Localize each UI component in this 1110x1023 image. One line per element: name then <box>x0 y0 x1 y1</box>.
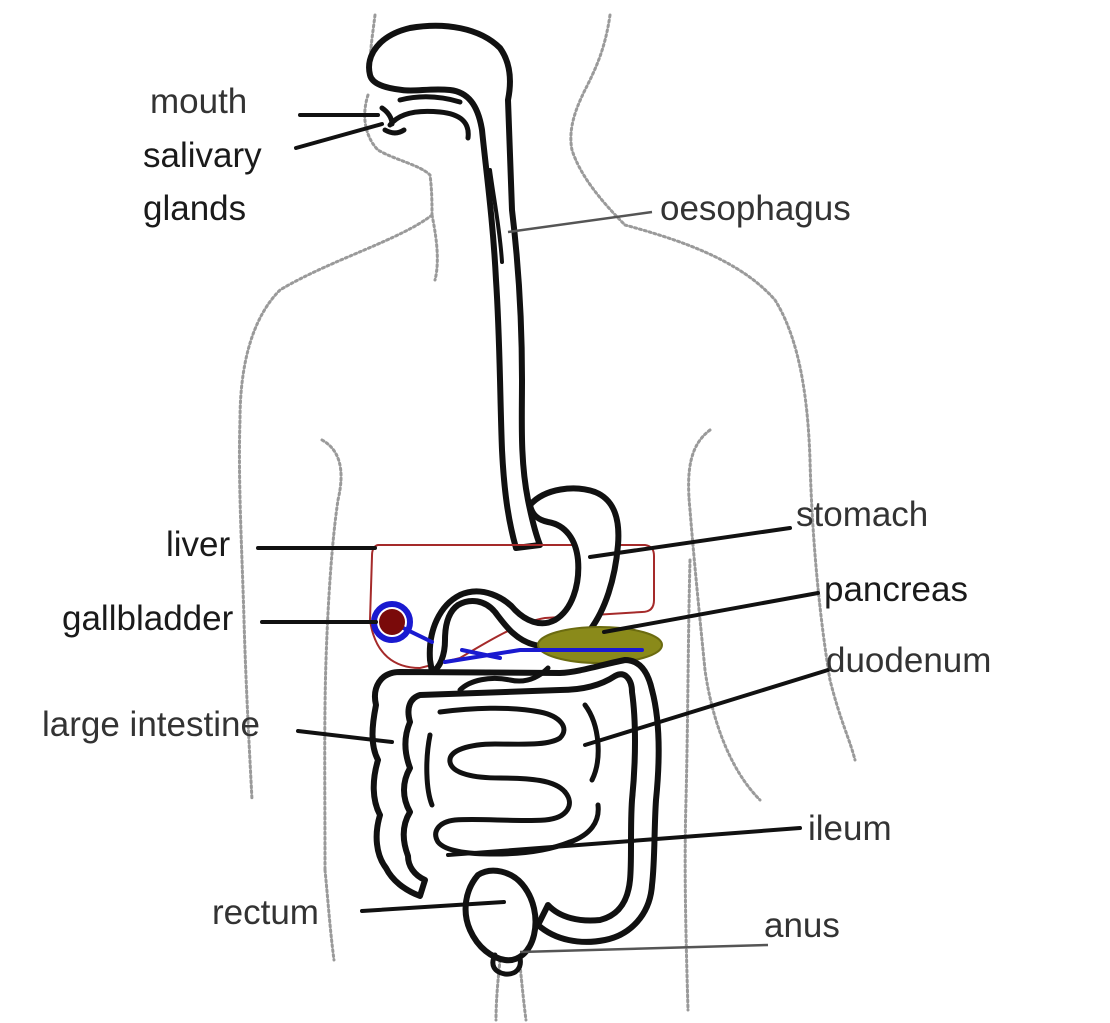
ileum-leader <box>446 826 802 857</box>
right-torso-outline <box>687 428 762 802</box>
anus-leader <box>519 943 769 954</box>
nasal-cavity <box>366 22 543 551</box>
left-torso-outline <box>320 438 343 872</box>
small-intestine-coil-4 <box>457 665 551 693</box>
label-pancreas: pancreas <box>824 570 968 609</box>
left-waist-outline <box>323 868 336 962</box>
small-intestine-coil-2 <box>433 789 573 857</box>
gallbladder <box>371 601 413 643</box>
left-leg-outline <box>494 958 502 1022</box>
large-intestine <box>369 657 662 945</box>
right-hip-outline <box>683 558 692 1012</box>
neck-right-outline <box>569 13 627 227</box>
label-duodenum: duodenum <box>826 641 991 680</box>
leader-lines <box>256 113 830 954</box>
head-and-oesophagus <box>366 22 543 551</box>
label-gallbladder: gallbladder <box>62 599 234 638</box>
label-salivary-1: salivary <box>143 136 262 175</box>
neck-left-outline <box>430 213 439 282</box>
liver <box>368 544 655 670</box>
label-large-intestine: large intestine <box>42 705 260 744</box>
rectum-leader <box>360 900 506 913</box>
right-shoulder-outline <box>623 223 857 762</box>
label-stomach: stomach <box>796 495 928 534</box>
lip-lower <box>382 127 407 136</box>
salivary-leader <box>294 122 384 150</box>
liver-outline <box>368 544 655 670</box>
gallbladder-body <box>379 609 405 635</box>
label-oesophagus: oesophagus <box>660 189 851 228</box>
label-mouth: mouth <box>150 82 247 121</box>
stomach-leader <box>588 526 792 559</box>
lip-upper <box>379 105 395 127</box>
stomach-body <box>426 485 622 675</box>
stomach <box>426 485 622 675</box>
pancreas-body <box>537 626 663 664</box>
right-leg-outline <box>518 963 528 1022</box>
labels: mouth salivary glands oesophagus stomach… <box>42 82 991 945</box>
left-shoulder-outline <box>237 213 434 802</box>
duodenum-leader <box>583 668 830 747</box>
pancreas <box>537 626 663 664</box>
label-rectum: rectum <box>212 893 319 932</box>
rectum <box>462 867 539 964</box>
large-intestine-leader <box>296 729 394 744</box>
oesophagus-inner <box>488 168 504 264</box>
tongue <box>387 108 471 141</box>
small-intestine-coil-1 <box>437 705 568 795</box>
oesophagus-leader <box>507 210 653 234</box>
label-liver: liver <box>166 525 231 564</box>
palate <box>397 94 463 105</box>
label-ileum: ileum <box>808 809 892 848</box>
label-anus: anus <box>764 906 840 945</box>
intestines <box>369 657 662 977</box>
anus-outline <box>490 952 523 977</box>
label-salivary-2: glands <box>143 189 246 228</box>
pancreas-leader <box>602 591 820 634</box>
